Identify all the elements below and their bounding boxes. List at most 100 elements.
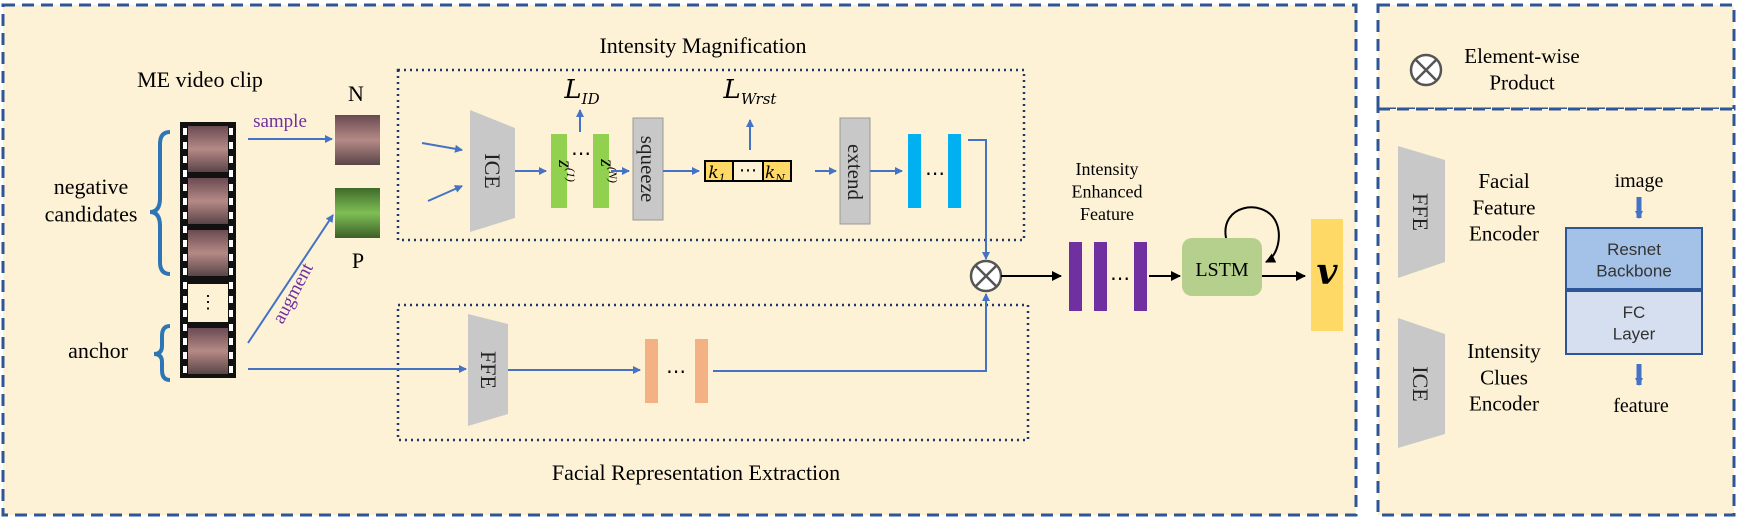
z1-label: z(1) [554, 159, 578, 182]
film-sprocket [183, 338, 187, 345]
n-label: N [348, 81, 364, 106]
enhanced-feature-bar [1069, 242, 1082, 311]
film-sprocket [229, 212, 233, 219]
k-dots: ⋯ [739, 160, 757, 180]
legend-fc-box [1565, 290, 1703, 355]
intensity-magnification-box [396, 68, 1026, 242]
k1-cell [704, 160, 734, 182]
facial-feature-bar [645, 339, 658, 403]
me-video-clip-label: ME video clip [137, 67, 263, 92]
legend-ice-box [1398, 318, 1445, 448]
face-frame [188, 126, 228, 172]
intensity-magnification-title: Intensity Magnification [599, 33, 806, 58]
film-sprocket [229, 128, 233, 135]
film-sprocket [183, 198, 187, 205]
film-sprocket [183, 240, 187, 247]
film-sprocket [183, 366, 187, 373]
film-strip: ⋮ [180, 122, 236, 378]
legend-ffe-label: FFE [1408, 193, 1433, 231]
z-dots: ⋯ [571, 143, 591, 165]
z1-vector [551, 134, 567, 208]
facial-to-product-line [713, 293, 990, 372]
negative-candidates-brace [149, 130, 171, 276]
extend-label: extend [843, 144, 867, 200]
facial-representation-box [396, 303, 1030, 442]
lstm-recurrent-loop [1224, 206, 1280, 263]
legend-resnet-box [1565, 227, 1703, 290]
output-v-label: v [1317, 251, 1339, 293]
squeeze-label: squeeze [636, 136, 660, 202]
intensity-feature-dots: ⋯ [925, 163, 945, 185]
film-sprocket [229, 338, 233, 345]
lstm-block [1182, 238, 1262, 296]
film-sprocket [229, 156, 233, 163]
film-sprocket [183, 226, 187, 233]
film-sprocket [183, 268, 187, 275]
legend-ice-label: ICE [1408, 366, 1433, 401]
loss-wrst-label: LWrst [723, 75, 778, 108]
film-sprocket [183, 282, 187, 289]
film-sprocket [183, 128, 187, 135]
film-sprocket [229, 296, 233, 303]
enhanced-feature-bar [1094, 242, 1107, 311]
extend-block [839, 117, 871, 225]
ice-label: ICE [480, 153, 505, 188]
legend-ffe-box [1398, 146, 1445, 278]
ellipsis-frame [188, 284, 228, 322]
loss-id-label: LID [563, 75, 599, 108]
lstm-label: LSTM [1195, 259, 1249, 281]
film-sprocket [229, 240, 233, 247]
positive-face-image [335, 188, 380, 238]
film-sprocket [183, 184, 187, 191]
film-sprocket [229, 282, 233, 289]
film-sprocket [183, 156, 187, 163]
zn-vector [593, 134, 609, 208]
legend-image-label: image [1615, 170, 1664, 192]
face-frame [188, 230, 228, 276]
facial-feature-dots: ⋯ [666, 361, 686, 383]
film-sprocket [229, 310, 233, 317]
face-frame-anchor [188, 328, 228, 374]
ice-encoder [470, 110, 515, 232]
element-wise-product-node [969, 259, 1003, 293]
legend-panel-top [1376, 3, 1736, 111]
film-sprocket [229, 352, 233, 359]
facial-feature-bar [695, 339, 708, 403]
film-sprocket [183, 352, 187, 359]
ice-input-arrow [421, 142, 463, 153]
film-sprocket [229, 268, 233, 275]
ellipsis-frame-dots: ⋮ [199, 292, 217, 312]
anchor-label: anchor [68, 338, 129, 363]
p-label: P [352, 248, 364, 273]
film-sprocket [229, 254, 233, 261]
film-sprocket [229, 184, 233, 191]
intensity-feature-bar [908, 134, 921, 208]
film-sprocket [183, 142, 187, 149]
film-sprocket [183, 254, 187, 261]
legend-feature-label: feature [1613, 395, 1669, 417]
film-sprocket [183, 170, 187, 177]
film-sprocket [183, 324, 187, 331]
ffe-label: FFE [476, 351, 501, 389]
output-v-block [1311, 219, 1343, 331]
film-sprocket [229, 366, 233, 373]
film-sprocket [229, 170, 233, 177]
film-sprocket [183, 212, 187, 219]
enhanced-feature-bar [1134, 242, 1147, 311]
intensity-to-product-line [968, 139, 990, 260]
k1-label: k1 [708, 163, 725, 185]
squeeze-block [632, 117, 664, 221]
film-sprocket [229, 226, 233, 233]
face-frame [188, 178, 228, 224]
negative-face-image [335, 115, 380, 165]
enhanced-feature-dots: ⋯ [1110, 268, 1130, 290]
film-sprocket [229, 142, 233, 149]
